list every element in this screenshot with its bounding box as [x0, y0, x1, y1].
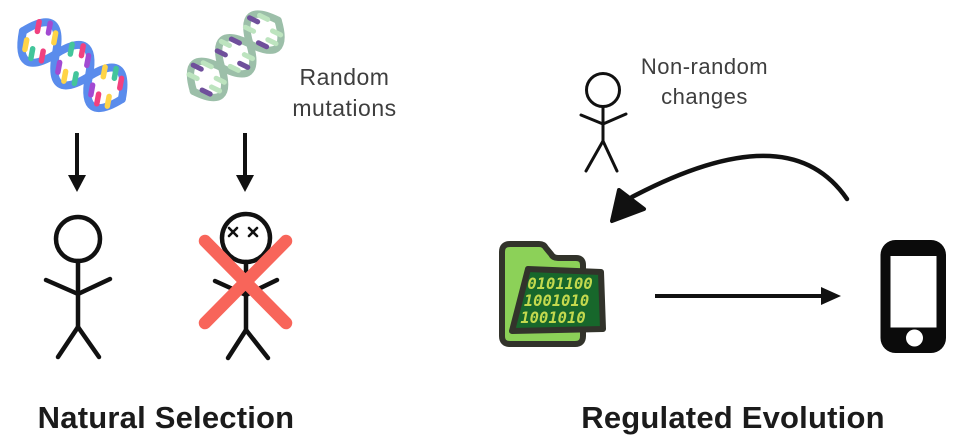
- annotation-line: Random: [299, 64, 390, 90]
- right-arrow-icon: [655, 287, 841, 305]
- dna-muted-icon: [186, 10, 285, 102]
- stick-figure-alive-icon: [43, 214, 113, 360]
- dna-muted-base-pairs: [186, 12, 284, 97]
- binary-code-text: 0101100 1001010 1001010: [520, 275, 592, 327]
- phone-screen: [890, 256, 937, 328]
- down-arrow-icon: [68, 133, 86, 192]
- smartphone-icon: [880, 240, 946, 353]
- binary-line: 1001010: [524, 292, 589, 310]
- annotation-line: mutations: [292, 95, 397, 121]
- down-arrow-icon: [236, 133, 254, 192]
- annotation-random-mutations: Random mutations: [272, 62, 417, 124]
- stick-figure-icon: [579, 72, 628, 173]
- binary-line: 0101100: [527, 275, 592, 293]
- dna-colorful-icon: [17, 18, 128, 113]
- title-natural-selection: Natural Selection: [37, 400, 295, 435]
- title-regulated-evolution: Regulated Evolution: [581, 400, 885, 435]
- binary-folder-icon: 0101100 1001010 1001010: [499, 241, 606, 347]
- curved-arrow-icon: [610, 153, 850, 223]
- folder-front-card: [509, 266, 606, 334]
- annotation-non-random-changes: Non-random changes: [632, 52, 777, 112]
- x-eyes-icon: [227, 226, 259, 238]
- red-cross-icon: [198, 234, 293, 330]
- annotation-line: changes: [661, 84, 748, 109]
- binary-line: 1001010: [520, 309, 585, 327]
- annotation-line: Non-random: [640, 54, 769, 79]
- dna-colorful-base-pairs: [22, 18, 125, 109]
- phone-home-button: [906, 329, 923, 347]
